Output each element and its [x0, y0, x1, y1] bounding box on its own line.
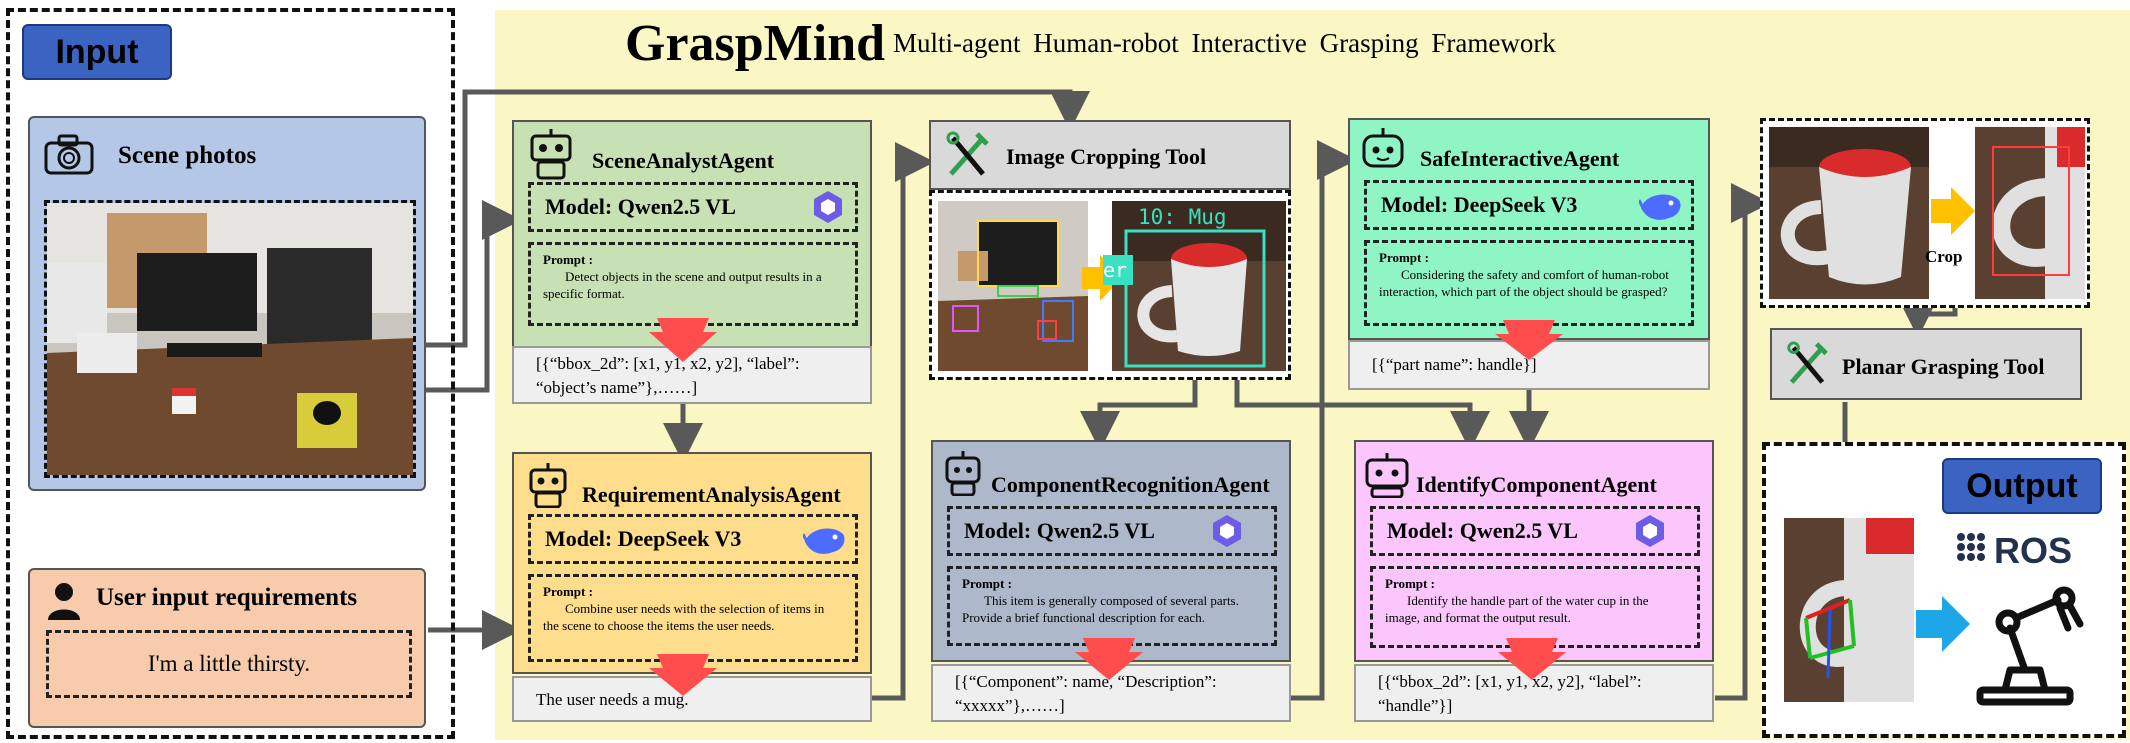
prompt-label: Prompt :: [543, 584, 593, 599]
safe-interactive-name: SafeInteractiveAgent: [1420, 146, 1620, 171]
robot-icon: [526, 128, 576, 185]
scene-analyst-output: [{“bbox_2d”: [x1, y1, x2, y2], “label”: …: [512, 346, 872, 404]
user-input-label: User input requirements: [96, 584, 358, 611]
input-frame: [6, 8, 455, 739]
image-cropping-tool: Image Cropping Tool: [929, 120, 1291, 190]
user-input-text: I'm a little thirsty.: [46, 630, 412, 698]
requirement-analysis-name: RequirementAnalysisAgent: [582, 482, 841, 507]
safe-output: [{“part name”: handle}]: [1348, 340, 1710, 390]
mug-detection-photo: 10: Mug: [1112, 201, 1286, 371]
scene-analyst-model-text: Model: Qwen2.5 VL: [545, 194, 736, 219]
ros-label: ROS: [1994, 530, 2073, 571]
scene-photo: [44, 200, 416, 478]
requirement-output: The user needs a mug.: [512, 676, 872, 722]
deepseek-logo-icon: [1637, 188, 1683, 239]
requirement-prompt-text: Combine user needs with the selection of…: [543, 601, 825, 633]
robot-arm-icon: [1960, 578, 2090, 713]
qwen-logo-icon: [1631, 512, 1669, 565]
safe-prompt: Prompt : Considering the safety and comf…: [1364, 240, 1694, 326]
qwen-logo-icon: [809, 188, 847, 241]
component-prompt-text: This item is generally composed of sever…: [962, 593, 1239, 625]
camera-icon: [44, 134, 94, 181]
robot-icon: [1360, 126, 1406, 177]
component-model-text: Model: Qwen2.5 VL: [964, 518, 1155, 543]
component-output: [{“Component”: name, “Description”: “xxx…: [931, 664, 1291, 722]
scene-photos-panel: Scene photos: [28, 116, 426, 491]
prompt-label: Prompt :: [962, 576, 1012, 591]
tools-icon: [943, 130, 991, 187]
user-input-panel: User input requirements I'm a little thi…: [28, 568, 426, 728]
requirement-prompt: Prompt : Combine user needs with the sel…: [528, 574, 858, 662]
robot-icon: [526, 462, 570, 513]
mug-photo: [1769, 127, 1929, 299]
scene-analyst-agent: SceneAnalystAgent: [512, 120, 872, 348]
crop-label: Crop: [1925, 247, 1963, 266]
prompt-label: Prompt :: [543, 252, 593, 267]
component-recognition-name: ComponentRecognitionAgent: [991, 472, 1270, 497]
scene-photos-label: Scene photos: [118, 142, 257, 169]
identify-component-name: IdentifyComponentAgent: [1416, 472, 1657, 497]
handle-photo: [1975, 127, 2085, 299]
robot-icon: [943, 450, 983, 501]
safe-model: Model: DeepSeek V3: [1364, 180, 1694, 230]
prompt-label: Prompt :: [1379, 250, 1429, 265]
crop-result: Crop: [1760, 118, 2090, 308]
cropping-images: 10: Mug er: [929, 190, 1291, 380]
scene-analyst-prompt: Prompt : Detect objects in the scene and…: [528, 242, 858, 326]
identify-prompt: Prompt : Identify the handle part of the…: [1370, 566, 1700, 648]
tools-icon: [1784, 340, 1830, 395]
requirement-model-text: Model: DeepSeek V3: [545, 526, 742, 551]
robot-icon: [1364, 452, 1410, 503]
output-arrow-icon: [1916, 596, 1970, 657]
framework-subtitle: Multi-agent Human-robot Interactive Gras…: [893, 28, 1556, 58]
component-prompt: Prompt : This item is generally composed…: [947, 566, 1277, 646]
planar-grasping-tool: Planar Grasping Tool: [1770, 328, 2082, 400]
planar-grasping-name: Planar Grasping Tool: [1842, 354, 2045, 379]
identify-prompt-text: Identify the handle part of the water cu…: [1385, 593, 1649, 625]
identify-component-agent: IdentifyComponentAgent: [1354, 440, 1714, 662]
crop-arrow-icon: [1082, 255, 1122, 306]
identify-output: [{“bbox_2d”: [x1, y1, x2, y2], “label”: …: [1354, 664, 1714, 722]
scene-analyst-name: SceneAnalystAgent: [592, 148, 775, 173]
framework-title: GraspMind: [625, 15, 886, 72]
component-model: Model: Qwen2.5 VL: [947, 506, 1277, 556]
scene-analyst-model: Model: Qwen2.5 VL: [528, 182, 858, 232]
safe-prompt-text: Considering the safety and comfort of hu…: [1379, 267, 1669, 299]
input-tag: Input: [22, 24, 172, 80]
component-recognition-agent: ComponentRecognitionAgent: [931, 440, 1291, 662]
identify-model-text: Model: Qwen2.5 VL: [1387, 518, 1578, 543]
grasp-photo: [1784, 518, 1914, 702]
qwen-logo-icon: [1208, 512, 1246, 565]
user-icon: [46, 582, 82, 625]
scene-detection-photo: [938, 201, 1088, 371]
output-tag: Output: [1942, 458, 2102, 514]
mug-detection-label: 10: Mug: [1138, 205, 1227, 229]
requirement-model: Model: DeepSeek V3: [528, 514, 858, 564]
detection-label-left: er: [1103, 255, 1133, 285]
ros-logo-icon: [1956, 532, 1996, 567]
image-cropping-name: Image Cropping Tool: [1006, 144, 1207, 169]
safe-model-text: Model: DeepSeek V3: [1381, 192, 1578, 217]
deepseek-logo-icon: [801, 522, 847, 573]
identify-model: Model: Qwen2.5 VL: [1370, 506, 1700, 556]
scene-analyst-prompt-text: Detect objects in the scene and output r…: [543, 269, 822, 301]
prompt-label: Prompt :: [1385, 576, 1435, 591]
crop-arrow-icon: [1931, 187, 1975, 240]
